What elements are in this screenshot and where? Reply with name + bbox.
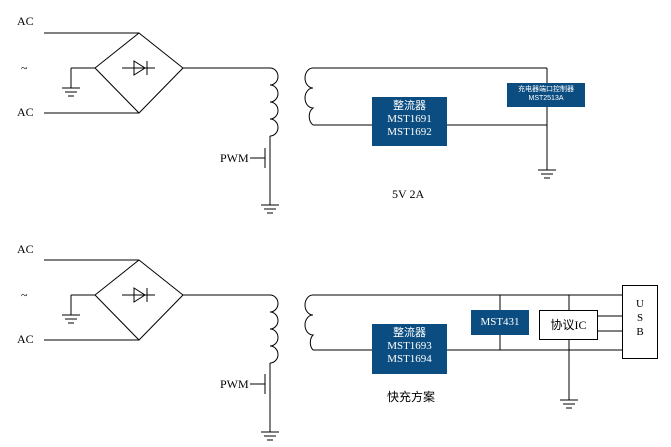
bottom-rectifier-line2: MST1693 bbox=[387, 340, 432, 352]
bottom-ac-label-2: AC bbox=[17, 332, 34, 346]
top-controller-line2: MST2513A bbox=[528, 95, 564, 102]
top-bridge-rectifier bbox=[94, 32, 184, 114]
bottom-rectifier-line3: MST1694 bbox=[387, 353, 432, 365]
bottom-bridge-rectifier bbox=[94, 259, 184, 341]
top-tilde-label: ~ bbox=[21, 61, 28, 75]
top-caption: 5V 2A bbox=[392, 187, 425, 201]
top-primary-coil bbox=[269, 67, 279, 137]
bottom-rectifier-line1: 整流器 bbox=[393, 327, 426, 339]
bottom-ac-label-1: AC bbox=[17, 242, 34, 256]
top-ac-label-2: AC bbox=[17, 105, 34, 119]
bottom-caption: 快充方案 bbox=[387, 390, 436, 404]
top-rectifier-chip: 整流器 MST1691 MST1692 bbox=[372, 97, 447, 146]
bottom-diode-triangle bbox=[133, 287, 146, 303]
usb-letter-b: B bbox=[636, 326, 644, 338]
bottom-secondary-coil bbox=[304, 294, 315, 351]
bottom-tilde-label: ~ bbox=[21, 288, 28, 302]
usb-port-box: U S B bbox=[622, 285, 658, 359]
top-diode-triangle bbox=[133, 60, 146, 76]
top-controller-chip: 充电器端口控制器 MST2513A bbox=[507, 83, 585, 107]
bottom-rectifier-chip: 整流器 MST1693 MST1694 bbox=[372, 324, 447, 374]
top-controller-line1: 充电器端口控制器 bbox=[518, 86, 574, 93]
top-pwm-label: PWM bbox=[220, 151, 249, 165]
usb-letter-u: U bbox=[636, 298, 644, 310]
mst431-label: MST431 bbox=[480, 316, 520, 328]
usb-letter-s: S bbox=[636, 312, 644, 324]
top-rectifier-line1: 整流器 bbox=[393, 100, 426, 112]
protocol-ic-label: 协议IC bbox=[550, 318, 587, 332]
bottom-primary-coil bbox=[269, 294, 279, 364]
top-secondary-coil bbox=[304, 67, 315, 126]
top-rectifier-line2: MST1691 bbox=[387, 113, 432, 125]
top-ac-label-1: AC bbox=[17, 14, 34, 28]
top-rectifier-line3: MST1692 bbox=[387, 126, 432, 138]
mst431-chip: MST431 bbox=[471, 310, 529, 335]
bottom-pwm-label: PWM bbox=[220, 377, 249, 391]
protocol-ic-box: 协议IC bbox=[539, 310, 598, 340]
